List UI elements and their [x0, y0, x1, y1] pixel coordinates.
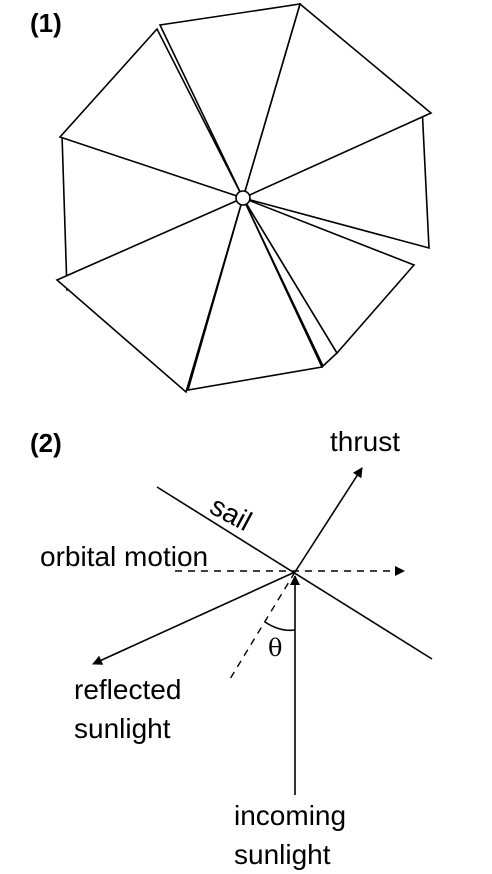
reflected-sunlight-label-line1: reflected: [74, 674, 181, 705]
sail-normal-line: [229, 571, 296, 680]
panel-2-label: (2): [30, 428, 62, 458]
sail-label: sail: [205, 490, 257, 537]
sail-segment: [158, 3, 302, 201]
incoming-sunlight-label-line2: sunlight: [234, 839, 331, 870]
sail-hub: [235, 190, 251, 206]
theta-angle-arc: [264, 621, 296, 632]
sail-top-view: [55, 2, 433, 394]
thrust-label: thrust: [330, 426, 400, 457]
thrust-arrow: [294, 467, 363, 573]
incoming-sunlight-label-line1: incoming: [234, 800, 346, 831]
orbital-motion-label: orbital motion: [40, 541, 208, 572]
panel-1-label: (1): [30, 8, 62, 38]
reflected-sunlight-label-line2: sunlight: [74, 713, 171, 744]
theta-label: θ: [268, 634, 282, 662]
sail-segment: [58, 27, 245, 200]
reflected-sunlight-arrow: [92, 571, 296, 665]
force-diagram: thrust sail orbital motion θ reflected s…: [40, 426, 433, 870]
sail-segment: [241, 196, 416, 355]
